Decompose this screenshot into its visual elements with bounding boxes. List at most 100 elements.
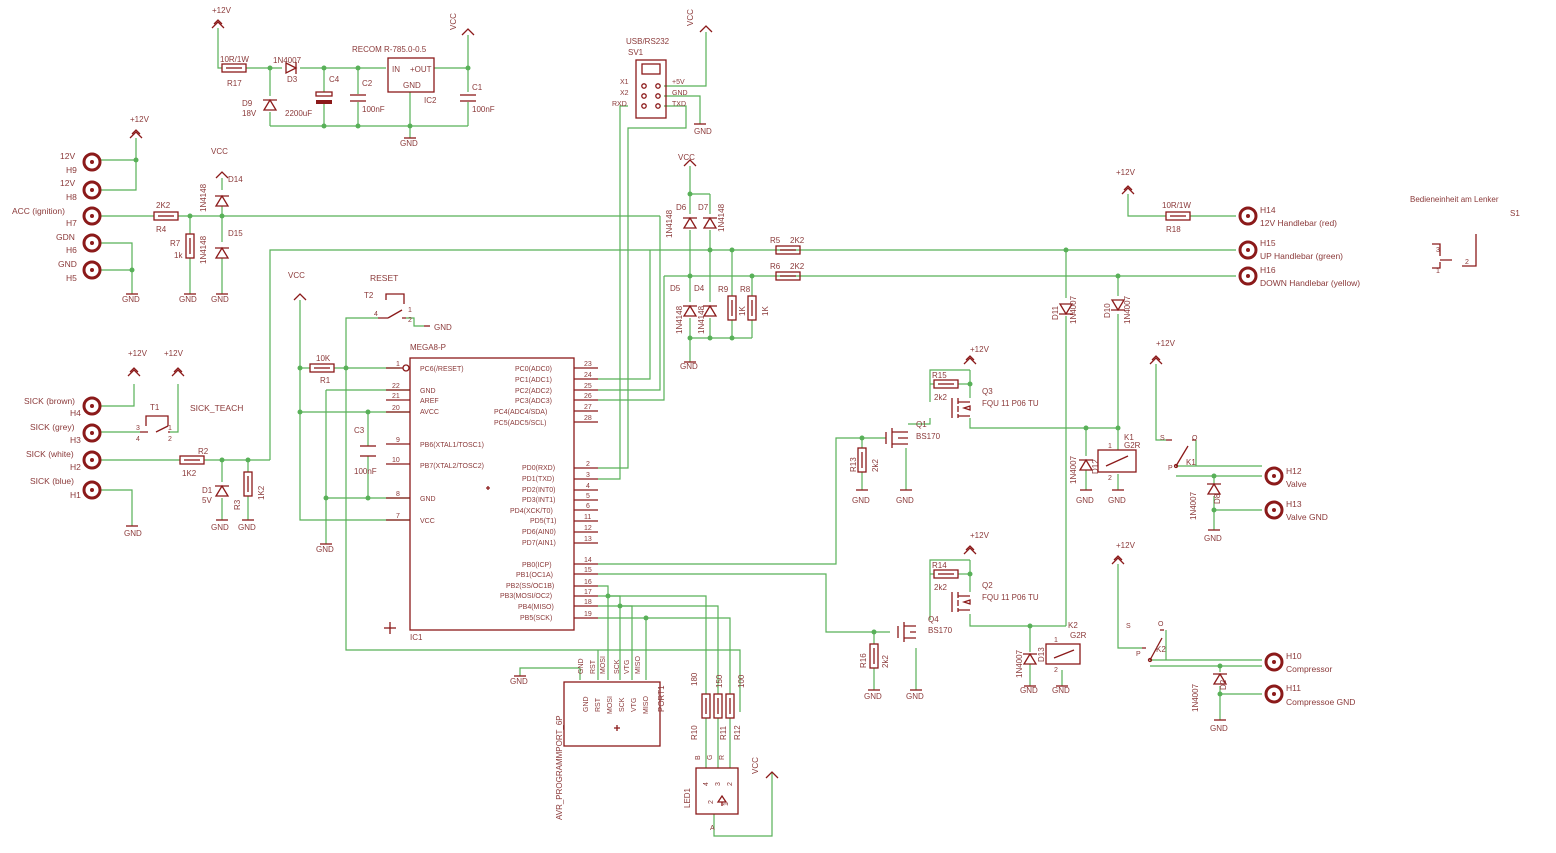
svg-text:GND: GND bbox=[1020, 686, 1038, 695]
svg-text:12V: 12V bbox=[60, 151, 75, 161]
svg-text:1N4007: 1N4007 bbox=[1015, 649, 1024, 678]
svg-text:R1: R1 bbox=[320, 376, 331, 385]
gnd-symbol: GND bbox=[179, 293, 197, 304]
svg-text:R: R bbox=[719, 755, 726, 760]
svg-text:18V: 18V bbox=[242, 109, 257, 118]
svg-text:VCC: VCC bbox=[211, 147, 228, 156]
svg-text:2: 2 bbox=[408, 317, 412, 324]
svg-text:2: 2 bbox=[708, 800, 715, 804]
svg-text:GND: GND bbox=[578, 658, 585, 674]
svg-text:GND: GND bbox=[211, 295, 229, 304]
svg-text:1: 1 bbox=[1436, 268, 1440, 275]
svg-text:MISO: MISO bbox=[635, 656, 642, 674]
svg-text:PB7(XTAL2/TOSC2): PB7(XTAL2/TOSC2) bbox=[420, 463, 484, 470]
svg-text:H15: H15 bbox=[1260, 238, 1276, 248]
svg-text:D15: D15 bbox=[228, 229, 243, 238]
svg-text:GND: GND bbox=[179, 295, 197, 304]
p12v-symbol: +12V bbox=[211, 6, 232, 29]
svg-text:PB5(SCK): PB5(SCK) bbox=[520, 615, 552, 622]
svg-text:Valve GND: Valve GND bbox=[1286, 512, 1328, 522]
svg-text:K1: K1 bbox=[1186, 458, 1196, 467]
svg-text:+5V: +5V bbox=[672, 79, 685, 86]
svg-text:O: O bbox=[1192, 435, 1198, 442]
gnd-symbol: GND bbox=[316, 543, 334, 554]
svg-text:18: 18 bbox=[584, 599, 592, 606]
gnd-symbol: GND bbox=[211, 293, 229, 304]
svg-text:UP Handlebar (green): UP Handlebar (green) bbox=[1260, 251, 1343, 261]
usb-connector-sv1: USB/RS232 SV1 X1 X2 RXD +5V GND TXD bbox=[612, 37, 688, 119]
vcc-symbol: VCC bbox=[211, 147, 229, 179]
svg-text:PB3(MOSI/OC2): PB3(MOSI/OC2) bbox=[500, 593, 552, 600]
svg-text:K1: K1 bbox=[1124, 433, 1134, 442]
svg-text:R13: R13 bbox=[849, 457, 858, 472]
svg-text:2k2: 2k2 bbox=[871, 459, 880, 472]
svg-text:B: B bbox=[695, 755, 702, 760]
svg-text:1N4007: 1N4007 bbox=[1191, 683, 1200, 712]
svg-text:H3: H3 bbox=[70, 435, 81, 445]
svg-text:H4: H4 bbox=[70, 408, 81, 418]
svg-text:H1: H1 bbox=[70, 490, 81, 500]
svg-text:GND: GND bbox=[672, 90, 688, 97]
svg-text:C1: C1 bbox=[472, 83, 483, 92]
svg-text:+OUT: +OUT bbox=[410, 65, 432, 74]
gnd-symbol: GND bbox=[400, 137, 418, 148]
svg-text:16: 16 bbox=[584, 579, 592, 586]
p12v-symbol: +12V bbox=[129, 115, 150, 139]
svg-text:PB6(XTAL1/TOSC1): PB6(XTAL1/TOSC1) bbox=[420, 442, 484, 449]
svg-text:Q4: Q4 bbox=[928, 615, 939, 624]
gnd-symbol: GND bbox=[896, 489, 914, 505]
svg-text:1: 1 bbox=[1108, 443, 1112, 450]
rgb-led1: 4 3 2 2 1 LED1 A bbox=[683, 767, 739, 832]
svg-text:2: 2 bbox=[1108, 475, 1112, 482]
svg-text:IC1: IC1 bbox=[410, 633, 423, 642]
svg-text:PC1(ADC1): PC1(ADC1) bbox=[515, 377, 552, 384]
svg-text:4: 4 bbox=[586, 483, 590, 490]
svg-text:R17: R17 bbox=[227, 79, 242, 88]
svg-text:PC4(ADC4/SDA): PC4(ADC4/SDA) bbox=[494, 409, 547, 416]
svg-text:2k2: 2k2 bbox=[934, 393, 947, 402]
svg-text:17: 17 bbox=[584, 589, 592, 596]
svg-text:+12V: +12V bbox=[1116, 168, 1136, 177]
connector-h2: SICK (white)H2 bbox=[26, 449, 102, 472]
svg-text:Compressoe GND: Compressoe GND bbox=[1286, 697, 1355, 707]
connector-h7: ACC (ignition)H7 bbox=[12, 206, 102, 228]
svg-text:R12: R12 bbox=[733, 725, 742, 740]
svg-text:AVCC: AVCC bbox=[420, 409, 439, 416]
gnd-symbol: GND bbox=[864, 689, 882, 701]
vcc-symbol: VCC bbox=[686, 9, 713, 33]
p12v-symbol: +12V bbox=[963, 345, 990, 365]
svg-text:GND: GND bbox=[238, 523, 256, 532]
svg-text:T2: T2 bbox=[364, 291, 374, 300]
svg-text:R14: R14 bbox=[932, 561, 947, 570]
junctions bbox=[129, 65, 1223, 697]
svg-text:1K: 1K bbox=[761, 306, 770, 316]
svg-text:R7: R7 bbox=[170, 239, 181, 248]
p12v-symbol: +12V bbox=[1116, 168, 1136, 195]
svg-text:GND: GND bbox=[510, 677, 528, 686]
svg-text:GND: GND bbox=[864, 692, 882, 701]
svg-text:G2R: G2R bbox=[1070, 631, 1087, 640]
svg-text:28: 28 bbox=[584, 415, 592, 422]
svg-text:GND: GND bbox=[124, 529, 142, 538]
svg-text:1N4007: 1N4007 bbox=[1069, 295, 1078, 324]
svg-text:100nF: 100nF bbox=[354, 467, 377, 476]
svg-text:1: 1 bbox=[168, 425, 172, 432]
svg-text:1N4148: 1N4148 bbox=[199, 183, 208, 212]
svg-text:20: 20 bbox=[392, 405, 400, 412]
svg-text:P: P bbox=[1136, 651, 1141, 658]
svg-text:SICK_TEACH: SICK_TEACH bbox=[190, 403, 243, 413]
svg-text:SICK (grey): SICK (grey) bbox=[30, 422, 75, 432]
svg-text:1N4007: 1N4007 bbox=[273, 56, 302, 65]
gnd-symbol: GND bbox=[211, 519, 229, 532]
svg-text:R10: R10 bbox=[690, 725, 699, 740]
